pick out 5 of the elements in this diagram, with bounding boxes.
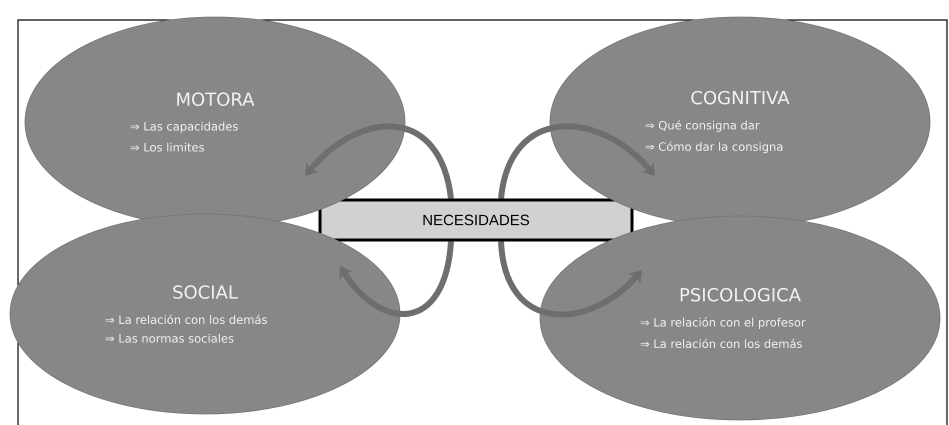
curved-arrow [340, 241, 454, 317]
label-box: NECESIDADES [318, 198, 634, 242]
curved-arrow [498, 124, 655, 200]
curved-arrow [305, 124, 454, 200]
curved-arrow [498, 241, 642, 318]
